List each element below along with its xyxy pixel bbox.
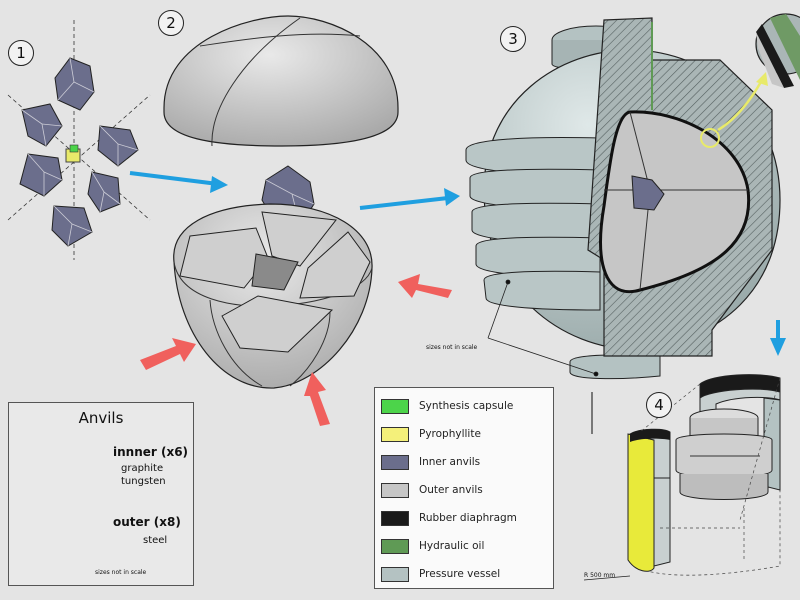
radius-label: R 500 mm — [584, 572, 616, 579]
vessel-leader-lines — [487, 279, 599, 377]
legend-item: Rubber diaphragm — [381, 508, 517, 528]
step-number-3: 3 — [500, 26, 526, 52]
arrow-step3-to-step4 — [770, 320, 786, 356]
legend-label: Pyrophyllite — [419, 428, 481, 440]
anvils-scale-note: sizes not in scale — [95, 569, 147, 576]
step-number-2: 2 — [158, 10, 184, 36]
legend-swatch — [381, 398, 409, 414]
legend-swatch — [381, 454, 409, 470]
outer-anvil-name: outer (x8) — [113, 515, 181, 529]
inner-anvil-material-2: tungsten — [121, 476, 166, 487]
legend-item: Synthesis capsule — [381, 396, 513, 416]
legend-label: Rubber diaphragm — [419, 512, 517, 524]
vessel-scale-note: sizes not in scale — [426, 344, 478, 351]
legend-swatch — [381, 426, 409, 442]
legend-label: Synthesis capsule — [419, 400, 514, 412]
step-number-1: 1 — [8, 40, 34, 66]
red-force-arrows — [140, 274, 452, 426]
legend-item: Inner anvils — [381, 452, 480, 472]
outer-anvils-top-dome — [163, 15, 399, 147]
anvils-info-box: Anvils innner (x6) graphite tungsten out… — [8, 402, 194, 586]
anvils-box-title: Anvils — [78, 409, 124, 427]
legend-swatch — [381, 482, 409, 498]
legend-label: Hydraulic oil — [419, 540, 485, 552]
pressure-vessel — [465, 17, 781, 380]
inner-anvils-exploded — [7, 20, 151, 260]
legend-label: Outer anvils — [419, 484, 483, 496]
legend-label: Inner anvils — [419, 456, 481, 468]
legend-box: Synthesis capsule Pyrophyllite Inner anv… — [374, 387, 554, 589]
inner-anvil-material-1: graphite — [121, 463, 164, 474]
arrow-step2-to-step3 — [359, 188, 460, 210]
legend-swatch — [381, 538, 409, 554]
arrow-step1-to-step2 — [129, 171, 228, 193]
inner-anvil-name: innner (x6) — [113, 445, 189, 459]
legend-item: Pyrophyllite — [381, 424, 481, 444]
legend-label: Pressure vessel — [419, 568, 501, 580]
legend-item: Hydraulic oil — [381, 536, 484, 556]
diaphragm-assembly — [583, 374, 781, 581]
legend-swatch — [381, 566, 409, 582]
legend-item: Pressure vessel — [381, 564, 500, 584]
legend-item: Outer anvils — [381, 480, 483, 500]
magnified-detail-circle — [755, 13, 800, 88]
step-number-4: 4 — [646, 392, 672, 418]
outer-anvil-material: steel — [143, 535, 168, 546]
legend-swatch — [381, 510, 409, 526]
outer-anvils-bottom-hemisphere — [173, 203, 373, 389]
